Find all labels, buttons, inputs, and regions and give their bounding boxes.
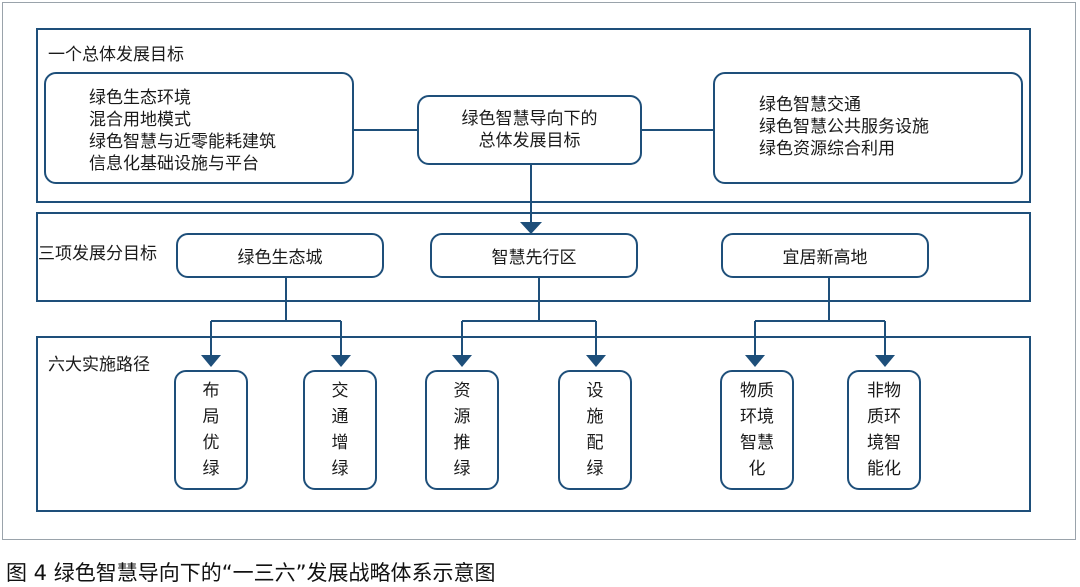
overall-goal-label: 一个总体发展目标 bbox=[48, 45, 184, 65]
path-char: 物质 bbox=[740, 381, 774, 401]
path-char: 绿 bbox=[331, 459, 349, 479]
target-green-eco-city: 绿色生态城 bbox=[176, 233, 384, 278]
path-char: 绿 bbox=[202, 459, 220, 479]
path-char: 源 bbox=[453, 407, 471, 427]
path-char: 非物 bbox=[867, 381, 901, 401]
path-char: 布 bbox=[202, 381, 220, 401]
goal-left-item: 混合用地模式 bbox=[89, 110, 191, 130]
path-char: 质环 bbox=[867, 407, 901, 427]
target-smart-pilot-zone: 智慧先行区 bbox=[430, 233, 638, 278]
goal-right-item: 绿色智慧交通 bbox=[759, 95, 861, 115]
goal-left-item: 信息化基础设施与平台 bbox=[89, 154, 259, 174]
path-char: 推 bbox=[453, 433, 471, 453]
target-livable-highland: 宜居新高地 bbox=[721, 233, 929, 278]
path-char: 化 bbox=[748, 459, 766, 479]
paths-label: 六大实施路径 bbox=[48, 355, 150, 375]
path-layout-green: 布 局 优 绿 bbox=[174, 370, 248, 490]
sub-targets-label: 三项发展分目标 bbox=[38, 244, 157, 264]
path-char: 环境 bbox=[740, 407, 774, 427]
path-nonmaterial-smart: 非物 质环 境智 能化 bbox=[847, 370, 921, 490]
path-char: 能化 bbox=[867, 459, 901, 479]
goal-right-item: 绿色资源综合利用 bbox=[759, 139, 895, 159]
path-char: 施 bbox=[586, 407, 604, 427]
goal-right-box: 绿色智慧交通 绿色智慧公共服务设施 绿色资源综合利用 bbox=[713, 72, 1023, 184]
path-material-smart: 物质 环境 智慧 化 bbox=[720, 370, 794, 490]
path-char: 资 bbox=[453, 381, 471, 401]
path-char: 智慧 bbox=[740, 433, 774, 453]
path-char: 通 bbox=[331, 407, 349, 427]
path-char: 设 bbox=[586, 381, 604, 401]
goal-center-line: 总体发展目标 bbox=[478, 131, 581, 151]
path-char: 交 bbox=[331, 381, 349, 401]
path-char: 绿 bbox=[453, 459, 471, 479]
goal-center-line: 绿色智慧导向下的 bbox=[461, 109, 598, 129]
path-resource-green: 资 源 推 绿 bbox=[425, 370, 499, 490]
path-char: 境智 bbox=[867, 433, 901, 453]
goal-center-box: 绿色智慧导向下的 总体发展目标 bbox=[417, 95, 642, 165]
goal-left-box: 绿色生态环境 混合用地模式 绿色智慧与近零能耗建筑 信息化基础设施与平台 bbox=[44, 72, 354, 184]
path-char: 优 bbox=[202, 433, 220, 453]
goal-right-item: 绿色智慧公共服务设施 bbox=[759, 117, 929, 137]
goal-left-item: 绿色生态环境 bbox=[89, 88, 191, 108]
path-char: 局 bbox=[202, 407, 220, 427]
path-char: 配 bbox=[586, 433, 604, 453]
figure-caption: 图 4 绿色智慧导向下的“一三六”发展战略体系示意图 bbox=[6, 561, 496, 585]
path-traffic-green: 交 通 增 绿 bbox=[303, 370, 377, 490]
goal-left-item: 绿色智慧与近零能耗建筑 bbox=[89, 132, 276, 152]
path-char: 绿 bbox=[586, 459, 604, 479]
path-char: 增 bbox=[331, 433, 349, 453]
path-facility-green: 设 施 配 绿 bbox=[558, 370, 632, 490]
